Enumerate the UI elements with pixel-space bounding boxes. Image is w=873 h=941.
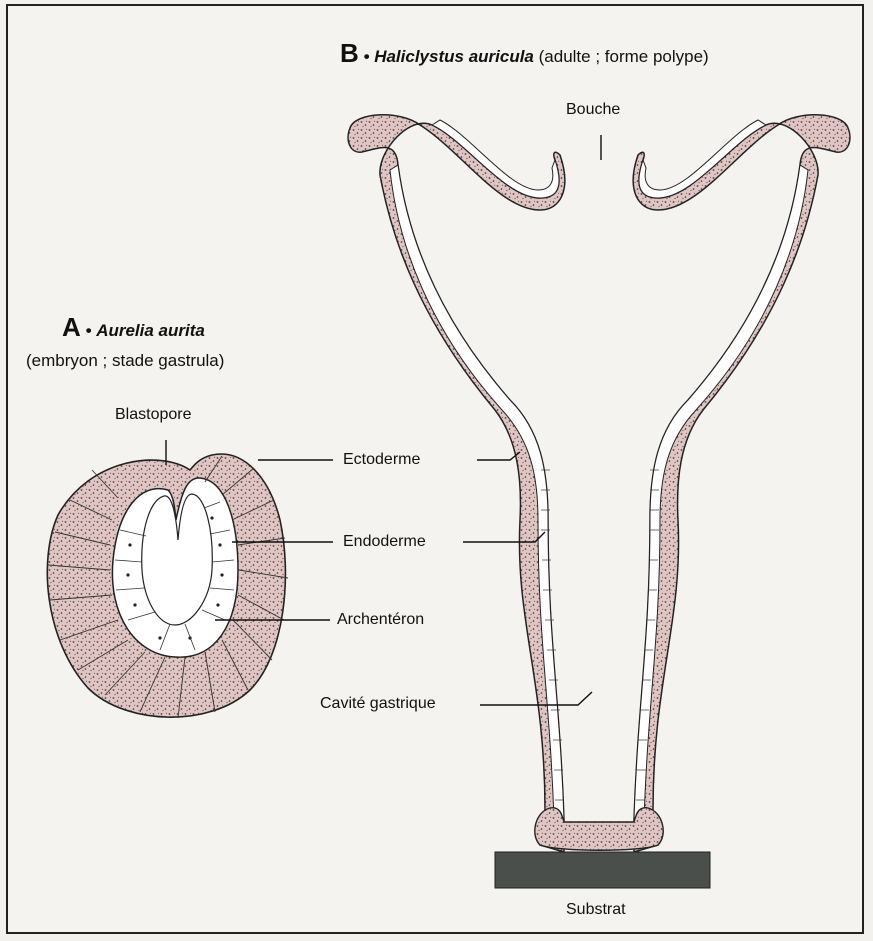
ectoderme-leader: [477, 452, 520, 460]
polyp-stalk-left-endoderm: [390, 165, 564, 820]
panel-b-bullet: •: [364, 47, 370, 66]
panel-a-bullet: •: [86, 321, 92, 340]
panel-b-form: (adulte ; forme polype): [539, 47, 709, 66]
panel-b-letter: B: [340, 38, 359, 68]
panel-b-title: B • Haliclystus auricula (adulte ; forme…: [340, 38, 709, 69]
panel-a-species: Aurelia aurita: [96, 321, 205, 340]
panel-a-stage: (embryon ; stade gastrula): [26, 351, 224, 371]
polyp-base: [535, 808, 663, 851]
substrate-block: [495, 852, 710, 888]
panel-b-species: Haliclystus auricula: [374, 47, 534, 66]
gastrula-embryo: [47, 454, 288, 718]
label-substrat: Substrat: [566, 901, 626, 919]
panel-a-title: A • Aurelia aurita: [62, 312, 205, 343]
label-cavite-gastrique: Cavité gastrique: [320, 695, 436, 713]
polyp-body: [348, 115, 850, 852]
label-endoderme: Endoderme: [343, 533, 426, 551]
polyp-right-wall: [633, 115, 850, 852]
label-blastopore: Blastopore: [115, 406, 192, 424]
label-ectoderme: Ectoderme: [343, 451, 420, 469]
panel-a-letter: A: [62, 312, 81, 342]
polyp-stalk-right-endoderm: [634, 165, 808, 820]
polyp-left-wall: [348, 115, 565, 852]
label-bouche: Bouche: [566, 101, 620, 119]
label-archenteron: Archentéron: [337, 611, 424, 629]
